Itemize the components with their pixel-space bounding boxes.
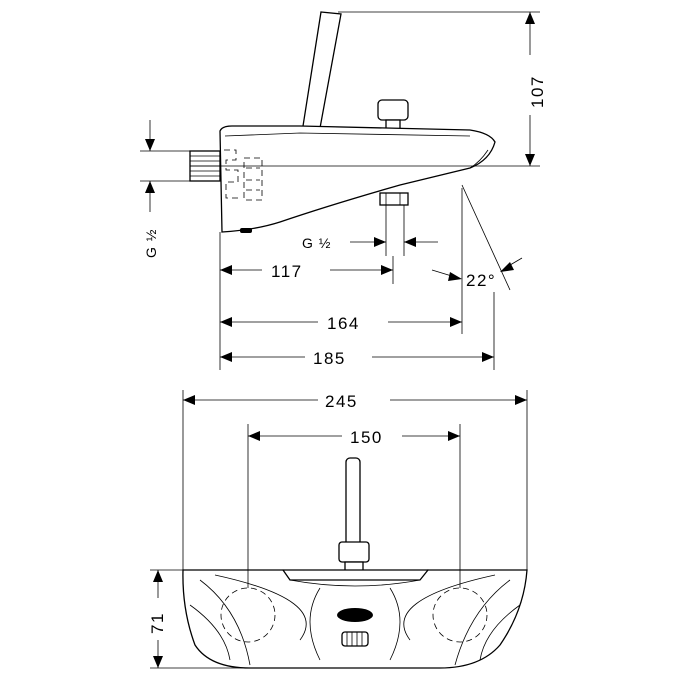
dim-150-label: 150 [350, 428, 383, 447]
dim-164-label: 164 [327, 314, 360, 333]
dim-185: 185 [220, 349, 494, 368]
dim-thread-outlet: G ½ [302, 205, 438, 256]
dim-angle-label: 22° [466, 271, 496, 290]
hidden-inlet-right [432, 587, 488, 643]
dim-thread-outlet-label: G ½ [302, 235, 331, 251]
diverter-knob [377, 99, 409, 133]
dim-164: 164 [220, 314, 462, 333]
dim-thread-left: G ½ [140, 120, 190, 258]
dim-angle: 22° [431, 184, 523, 291]
dim-thread-left-label: G ½ [143, 229, 159, 258]
hidden-inlet-left [220, 587, 276, 643]
dim-117-label: 117 [271, 262, 303, 281]
lever-handle [302, 11, 342, 129]
dim-117: 117 [220, 262, 393, 281]
dim-150: 150 [248, 428, 460, 447]
dim-71: 71 [148, 569, 250, 669]
bottom-marker [240, 228, 252, 233]
dim-245: 245 [183, 392, 527, 411]
side-view [189, 11, 540, 233]
aerator [341, 631, 369, 647]
hidden-cartridge [224, 149, 263, 201]
dim-245-label: 245 [325, 392, 358, 411]
dim-107: 107 [338, 11, 547, 166]
dim-185-label: 185 [313, 349, 346, 368]
top-view [182, 457, 528, 669]
dim-107-label: 107 [528, 75, 547, 108]
shower-outlet [379, 192, 409, 206]
lever-stem [345, 457, 361, 547]
spout-opening [337, 608, 373, 622]
dim-71-label: 71 [148, 612, 167, 634]
mixer-body [219, 125, 496, 233]
